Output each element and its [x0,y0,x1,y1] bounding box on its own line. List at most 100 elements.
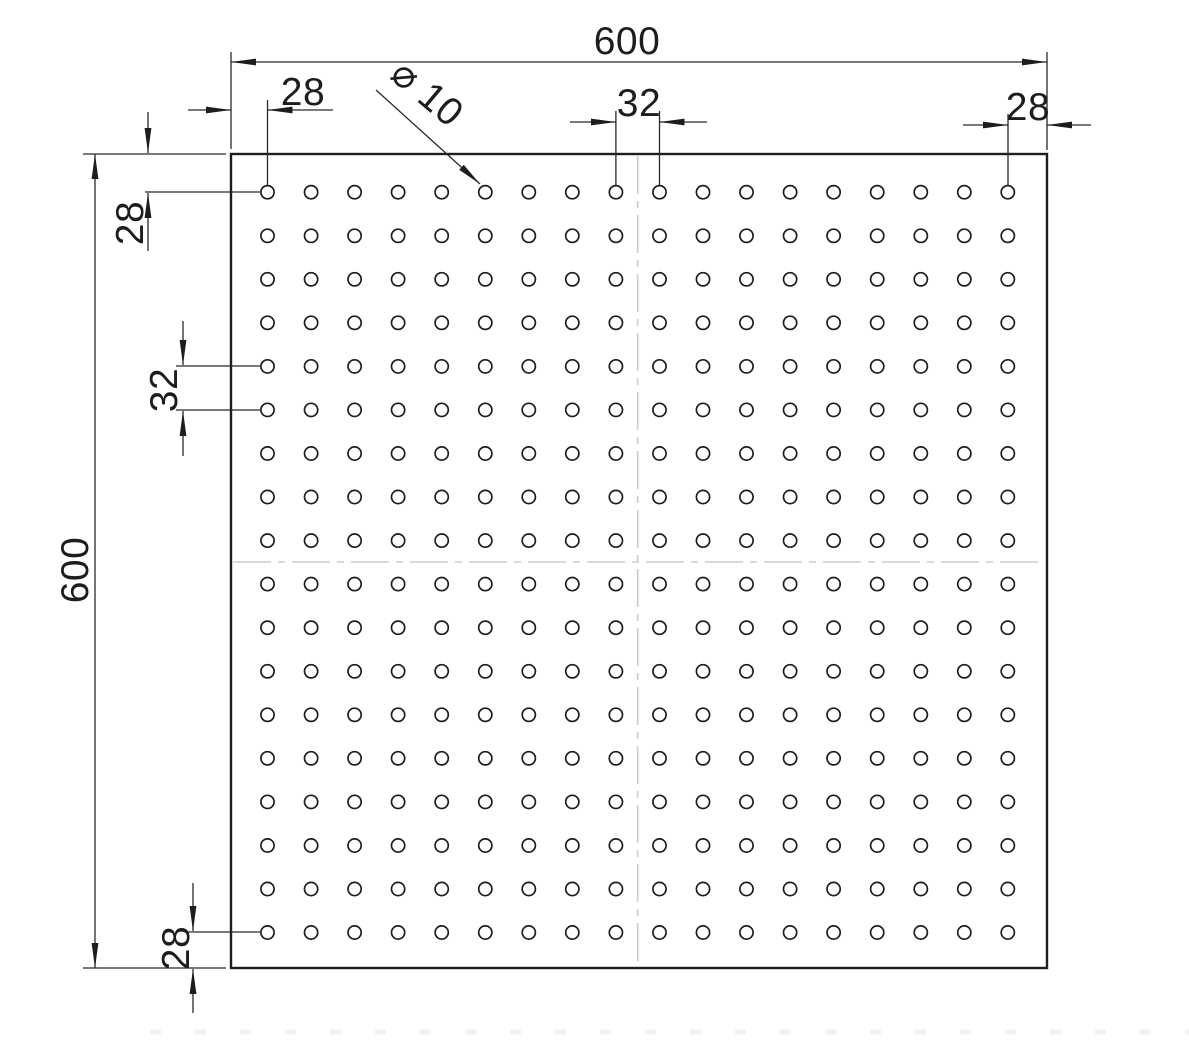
hole [1000,271,1016,287]
hole [695,750,711,766]
hole [521,271,537,287]
hole [739,794,754,810]
hole [477,707,493,723]
hole [1000,881,1016,897]
hole [782,794,798,810]
hole [695,402,711,418]
hole [826,794,842,810]
dim-label-top-right-margin: 28 [1006,86,1050,129]
hole [260,446,275,461]
hole [303,794,319,810]
hole [347,533,363,549]
hole [521,533,537,549]
hole [652,184,667,200]
hole [303,489,319,505]
hole [390,489,406,505]
hole [782,533,798,549]
hole [1000,358,1016,374]
hole [1000,838,1016,853]
hole [826,489,842,505]
hole [390,446,406,461]
hole [913,707,929,723]
hole [652,446,667,461]
hole [695,358,711,374]
hole [869,620,885,636]
hole [434,707,450,723]
hole [608,794,624,810]
hole [956,620,972,636]
hole [869,576,885,592]
hole [739,446,754,461]
hole [695,576,711,592]
hole [521,794,537,810]
hole [782,576,798,592]
hole [303,446,319,461]
hole [956,533,972,549]
hole [782,489,798,505]
hole [564,358,580,374]
hole [260,315,275,331]
hole [652,881,667,897]
hole [521,925,537,940]
hole [913,489,929,505]
plate-outline [229,152,1049,970]
hole [347,707,363,723]
hole [782,881,798,897]
hole [652,533,667,549]
hole [739,881,754,897]
hole [826,358,842,374]
hole [826,707,842,723]
hole [869,271,885,287]
hole [260,881,275,897]
hole [434,358,450,374]
hole [652,489,667,505]
hole [782,315,798,331]
hole-grid [260,184,1016,940]
hole [564,315,580,331]
hole [782,358,798,374]
hole [695,489,711,505]
hole [303,707,319,723]
hole [1000,925,1016,940]
hole [434,838,450,853]
hole [739,228,754,244]
hole [869,315,885,331]
hole [303,315,319,331]
hole [826,750,842,766]
hole [826,925,842,940]
hole [608,750,624,766]
hole [739,489,754,505]
hole [521,315,537,331]
hole [695,838,711,853]
hole [303,358,319,374]
hole [347,620,363,636]
hole [390,315,406,331]
hole [347,358,363,374]
hole [652,620,667,636]
hole [695,620,711,636]
hole [521,489,537,505]
hole [956,663,972,679]
hole [608,663,624,679]
hole [826,838,842,853]
hole [477,576,493,592]
hole [608,358,624,374]
hole [652,402,667,418]
hole [521,663,537,679]
hole [434,533,450,549]
hole [782,925,798,940]
hole [695,446,711,461]
hole [521,620,537,636]
hole [521,576,537,592]
hole [521,838,537,853]
hole [826,620,842,636]
hole [608,881,624,897]
hole [390,576,406,592]
hole [1000,489,1016,505]
hole [739,271,754,287]
hole [1000,228,1016,244]
hole [826,315,842,331]
hole [695,184,711,200]
hole [869,838,885,853]
